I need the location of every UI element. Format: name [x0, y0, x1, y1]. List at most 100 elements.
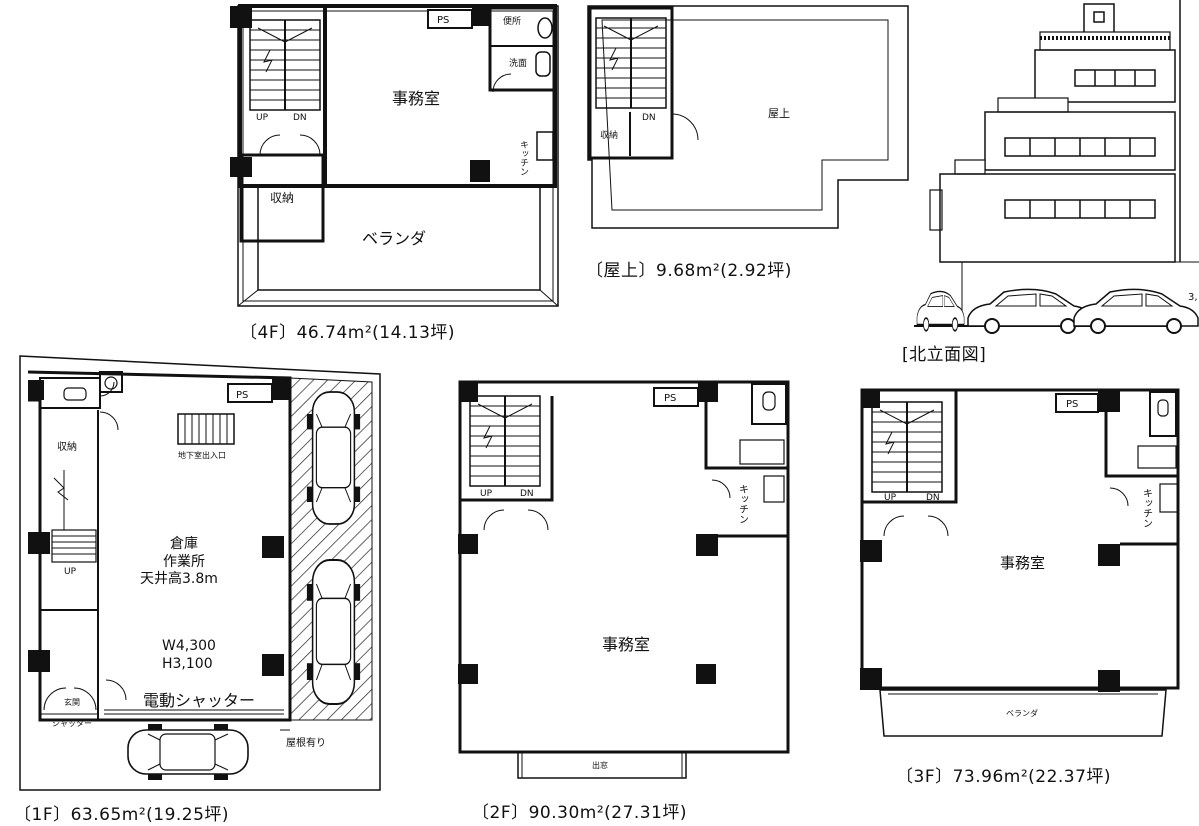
plan-3f-door — [927, 515, 949, 537]
plan-4f-caption: 〔4F〕46.74m²(14.13坪) — [240, 323, 456, 343]
plan-1f-door — [105, 679, 127, 701]
plan-1f-parked-car — [306, 391, 361, 525]
elevation-dimension-label: 3, — [1188, 292, 1198, 303]
plan-4f-storage-room — [239, 153, 325, 243]
plan-1f-inner-wall — [40, 410, 99, 611]
plan-3f-column — [860, 668, 882, 690]
plan-1f-wash-room — [39, 377, 101, 409]
plan-2f-dn-label: DN — [520, 489, 534, 499]
elevation-caption: [北立面図] — [902, 345, 987, 365]
plan-4f-column — [472, 8, 490, 26]
plan-2f-column — [696, 534, 718, 556]
plan-2f-kitchen-sink — [763, 475, 785, 503]
plan-4f-veranda-corner — [539, 289, 559, 307]
plan-3f-veranda-label: ベランダ — [1006, 708, 1038, 718]
elevation-railing — [997, 97, 1069, 113]
plan-2f-door — [527, 509, 549, 531]
plan-2f-door — [711, 479, 731, 499]
plan-1f-column — [28, 380, 44, 400]
plan-3f-walls — [860, 388, 1180, 690]
plan-2f-office-label: 事務室 — [602, 635, 650, 654]
plan-1f-parked-car — [305, 559, 362, 705]
plan-3f-office-label: 事務室 — [1000, 554, 1045, 572]
plan-1f-caption: 〔1F〕63.65m²(19.25坪) — [14, 805, 230, 825]
plan-roof-stairs — [595, 17, 667, 109]
plan-3f-kitchen-label: キッチン — [1141, 488, 1152, 528]
plan-roof-caption: 〔屋上〕9.68m²(2.92坪) — [586, 261, 792, 281]
plan-1f-column — [28, 650, 50, 672]
plan-3f-caption: 〔3F〕73.96m²(22.37坪) — [896, 767, 1112, 787]
plan-4f-door — [299, 134, 321, 156]
plan-3f-stairs — [871, 401, 943, 493]
plan-1f-basement-stairs — [177, 413, 235, 445]
plan-1f-door — [99, 411, 119, 431]
plan-2f-wash-room — [739, 439, 785, 465]
elevation-car-front — [916, 290, 966, 332]
elevation-car-side — [1073, 288, 1199, 334]
plan-2f-door — [483, 509, 505, 531]
plan-1f-door — [99, 381, 115, 397]
plan-2f-column — [698, 382, 718, 402]
plan-roof-dn-label: DN — [642, 113, 656, 123]
plan-1f-door — [73, 687, 97, 711]
plan-roof-door — [671, 113, 699, 141]
plan-4f-kitchen-label: キッチン — [518, 140, 529, 176]
plan-2f-column — [458, 534, 478, 554]
plan-1f-column — [272, 378, 290, 400]
plan-1f-ceiling-height-label: 天井高3.8m — [140, 570, 218, 587]
plan-1f-door — [43, 687, 67, 711]
plan-4f-veranda-corner — [237, 289, 259, 307]
plan-4f-door — [259, 134, 281, 156]
plan-1f-toilet-icon — [104, 376, 118, 390]
elevation-windows-row-1 — [1074, 69, 1156, 87]
plan-1f-walls — [27, 370, 292, 722]
north-elevation: 3, — [914, 0, 1199, 334]
plan-4f-ps-box — [427, 9, 473, 29]
plan-2f-stair-wall — [460, 396, 554, 502]
plan-4f-column — [470, 160, 490, 182]
plan-2f-walls — [458, 380, 790, 754]
plan-4f-toilet-icon — [537, 17, 553, 39]
plan-3f-kitchen-sink — [1159, 483, 1179, 513]
plan-2f-up-label: UP — [480, 489, 493, 499]
plan-3f-dn-label: DN — [926, 493, 940, 503]
elevation-floor-3 — [984, 111, 1176, 171]
plan-2f-caption: 〔2F〕90.30m²(27.31坪) — [472, 803, 688, 823]
plan-roof-outline — [587, 5, 909, 229]
plan-1f-warehouse-label: 倉庫 — [170, 535, 198, 552]
elevation-railing — [954, 159, 986, 175]
plan-4f-veranda-label: ベランダ — [362, 229, 426, 248]
plan-1f-entrance-label: 玄関 — [64, 697, 80, 707]
plan-1f-workshop-label: 作業所 — [163, 554, 205, 570]
plan-3f-column — [1098, 390, 1120, 412]
plan-4f-wash-label: 洗面 — [509, 57, 527, 69]
plan-3f-veranda — [879, 689, 1167, 737]
plan-1f-shutter-label: シャッター — [52, 719, 92, 728]
plan-3f-column — [1098, 544, 1120, 566]
plan-4f-up-label: UP — [256, 113, 269, 123]
plan-1f-basin-icon — [63, 387, 87, 401]
plan-2f-wet-area-wall — [704, 382, 788, 470]
plan-2f-column — [460, 382, 478, 402]
plan-4f-door — [492, 73, 512, 93]
plan-3f-toilet-room — [1149, 391, 1177, 437]
elevation-floor-2 — [939, 173, 1176, 263]
plan-1f-ps-label: PS — [236, 390, 248, 401]
elevation-windows-row-3 — [1004, 199, 1156, 219]
plan-2f-stairs — [469, 395, 541, 487]
plan-4f-dn-label: DN — [293, 113, 307, 123]
plan-roof-stair-room — [588, 6, 674, 160]
plan-3f-ps-label: PS — [1066, 399, 1078, 410]
plan-3f-door — [883, 515, 905, 537]
plan-2f-kitchen-label: キッチン — [737, 484, 748, 524]
plan-roof-storage-label: 収納 — [600, 129, 618, 141]
plan-3f-column — [862, 390, 880, 408]
plan-4f-veranda-edge — [257, 186, 541, 291]
plan-1f-column — [28, 532, 50, 554]
elevation-windows-row-2 — [1004, 137, 1156, 157]
elevation-penthouse — [1083, 3, 1115, 35]
elevation-floor-4 — [1034, 49, 1176, 103]
plan-4f-storage-label: 収納 — [270, 191, 294, 205]
plan-1f-ps-box — [227, 383, 273, 403]
plan-4f-stairs — [249, 19, 321, 111]
